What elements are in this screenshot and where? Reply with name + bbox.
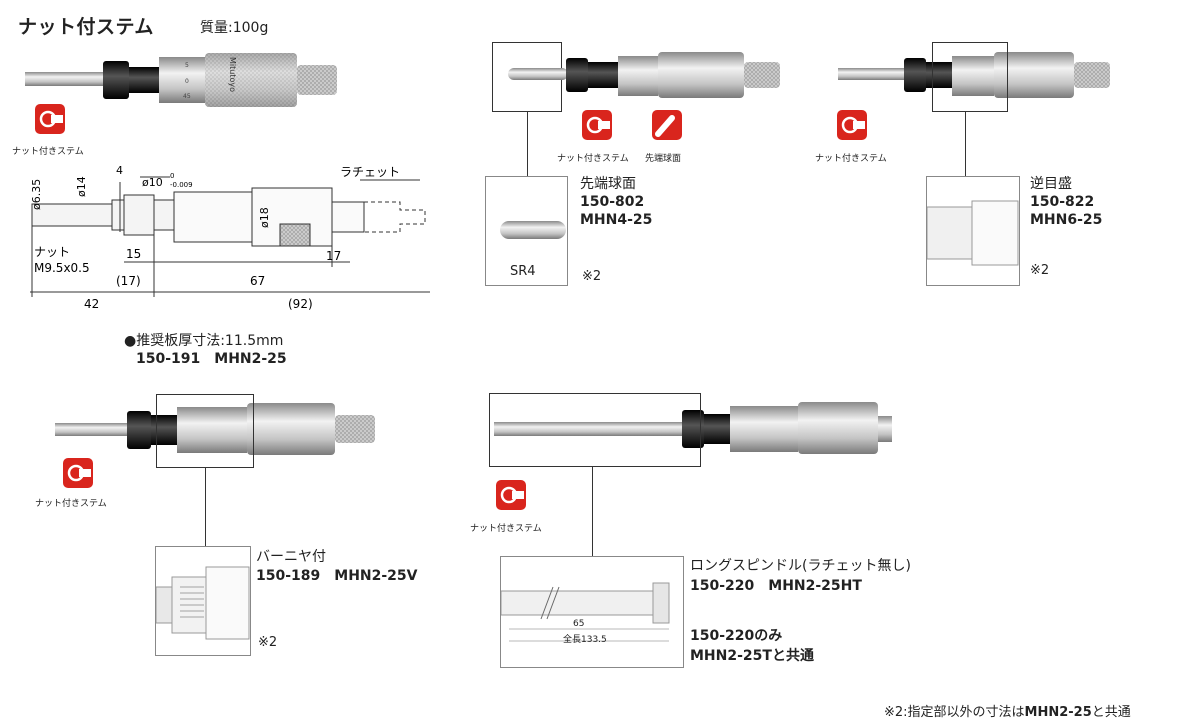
nut-stem-caption: ナット付きステム — [35, 499, 107, 509]
dim-10-tol-upper: 0 — [170, 172, 174, 180]
long-variant-code: 150-220 MHN2-25HT — [690, 578, 862, 594]
ball-variant-model: MHN4-25 — [580, 212, 653, 228]
reverse-variant-note: ※2 — [1030, 263, 1050, 278]
scale-mark-0: 0 — [185, 78, 189, 85]
reverse-detail-box — [926, 176, 1020, 286]
dim-635: ø6.35 — [30, 179, 43, 210]
dim-14: ø14 — [75, 176, 88, 197]
nut-stem-badge-icon — [63, 458, 93, 488]
nut-stem-caption: ナット付きステム — [815, 154, 887, 164]
sr-label: SR4 — [510, 264, 536, 279]
nut-stem-caption: ナット付きステム — [470, 524, 542, 534]
long-variant-common: MHN2-25Tと共通 — [690, 648, 814, 664]
nut-label: ナット — [34, 245, 70, 259]
micrometer-head-photo-vernier — [55, 403, 375, 455]
dim-4: 4 — [116, 164, 123, 177]
ball-tip-detail-box: SR4 — [485, 176, 568, 286]
footer-model: MHN2-25 — [1024, 705, 1092, 720]
vernier-variant-code: 150-189 MHN2-25V — [256, 568, 418, 584]
nut-stem-badge-icon — [35, 104, 65, 134]
panel-thickness-note: ●推奨板厚寸法:11.5mm — [124, 333, 284, 349]
ball-tip-leader-line — [527, 112, 528, 177]
vernier-variant-note: ※2 — [258, 635, 278, 650]
main-model-number: 150-191 MHN2-25 — [136, 351, 287, 367]
ball-variant-name: 先端球面 — [580, 176, 636, 192]
ball-tip-badge-icon — [652, 110, 682, 140]
dim-10-tol-lower: -0.009 — [170, 181, 193, 189]
long-dim-65: 65 — [573, 619, 585, 629]
ratchet-label: ラチェット — [340, 165, 400, 179]
nut-stem-badge-icon — [837, 110, 867, 140]
nut-thread-label: M9.5x0.5 — [34, 261, 90, 275]
footer-suffix: と共通 — [1091, 705, 1131, 720]
dim-17: 17 — [326, 249, 341, 263]
dim-18: ø18 — [258, 207, 271, 228]
nut-stem-caption: ナット付きステム — [12, 147, 84, 157]
footer-note: ※2:指定部以外の寸法はMHN2-25と共通 — [884, 704, 1131, 721]
footer-prefix: ※2:指定部以外の寸法は — [884, 705, 1025, 720]
weight-label: 質量:100g — [200, 20, 269, 36]
nut-stem-caption: ナット付きステム — [557, 154, 629, 164]
nut-stem-badge-icon — [496, 480, 526, 510]
dim-17-paren: (17) — [116, 274, 141, 288]
micrometer-head-photo-ball — [508, 52, 780, 98]
dim-42: 42 — [84, 297, 99, 311]
nut-stem-badge-icon — [582, 110, 612, 140]
reverse-variant-name: 逆目盛 — [1030, 176, 1072, 192]
reverse-highlight-box — [932, 42, 1008, 112]
long-variant-only: 150-220のみ — [690, 628, 783, 644]
long-detail-box: 65 全長133.5 — [500, 556, 684, 668]
vernier-leader-line — [205, 468, 206, 546]
ball-variant-note: ※2 — [582, 269, 602, 284]
vernier-detail-box — [155, 546, 251, 656]
dimension-drawing: ø6.35 ø14 4 ø10 0 -0.009 ラチェット ø18 ナット M… — [30, 164, 430, 311]
long-variant-name: ロングスピンドル(ラチェット無し) — [690, 558, 911, 574]
long-highlight-box — [489, 393, 701, 467]
vernier-highlight-box — [156, 394, 254, 468]
page-title: ナット付ステム — [18, 16, 154, 38]
reverse-leader-line — [965, 112, 966, 177]
micrometer-head-photo-main: 5 0 45 Mitutoyo — [25, 53, 337, 107]
dim-15: 15 — [126, 247, 141, 261]
brand-label: Mitutoyo — [228, 57, 237, 92]
micrometer-head-photo-reverse — [838, 52, 1110, 98]
dim-67: 67 — [250, 274, 265, 288]
dim-10: ø10 — [142, 176, 163, 189]
ball-variant-code: 150-802 — [580, 194, 645, 210]
reverse-variant-model: MHN6-25 — [1030, 212, 1103, 228]
long-total-length: 全長133.5 — [563, 635, 607, 645]
vernier-variant-name: バーニヤ付 — [256, 549, 326, 565]
scale-mark-5: 5 — [185, 62, 189, 69]
long-leader-line — [592, 467, 593, 557]
dim-92: (92) — [288, 297, 313, 311]
micrometer-head-photo-long — [494, 402, 892, 454]
ball-tip-caption: 先端球面 — [645, 154, 682, 164]
reverse-variant-code: 150-822 — [1030, 194, 1095, 210]
scale-mark-45: 45 — [183, 93, 191, 100]
